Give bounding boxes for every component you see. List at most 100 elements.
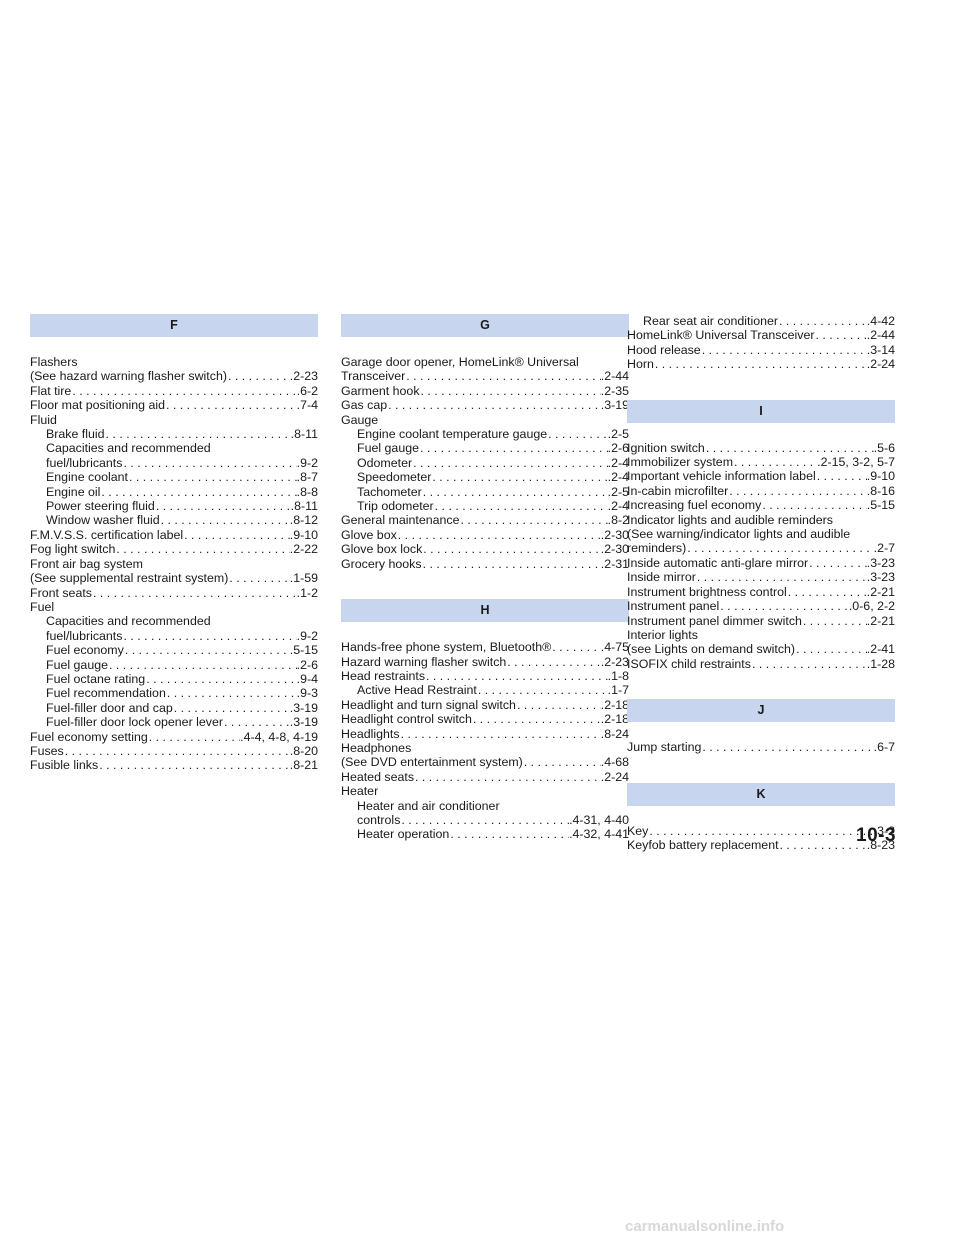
index-entry: Fluid [30,413,318,427]
index-entry: Tachometer.2-5 [341,485,629,499]
index-entry-text: Capacities and recommended [46,614,211,629]
dot-leader [431,470,607,484]
dot-leader [787,585,867,599]
index-entry-text: Heated seats [341,769,415,784]
index-entry-page: .2-15, 3-2, 5-7 [817,455,895,470]
index-entry: Floor mat positioning aid.7-4 [30,398,318,412]
index-entry-text: Headlight control switch [341,712,472,727]
dot-leader [228,571,289,585]
dot-leader [516,698,601,712]
dot-leader [802,614,867,628]
index-entry-page: .3-2 [873,823,895,838]
index-entry-text: Garage door opener, HomeLink® Universal [341,355,579,369]
dot-leader [551,640,601,654]
index-entry: Front air bag system [30,557,318,571]
index-entry-page: .3-19 [289,700,318,715]
index-entry-page: .3-19 [600,398,629,413]
index-entry: Fuel gauge.2-6 [30,658,318,672]
index-entry-page: .1-28 [866,656,895,671]
index-entry-text: Front seats [30,585,92,600]
dot-leader [472,712,601,726]
dot-leader [422,557,601,571]
index-entry-text: Glove box lock [341,542,423,557]
dot-leader [547,427,608,441]
index-entry-page: .2-30 [600,542,629,557]
index-entry: Heater [341,784,629,798]
index-entry-text: Glove box [341,527,397,542]
index-entry: In-cabin microfilter.8-16 [627,484,895,498]
index-entry-page: .2-44 [600,369,629,384]
index-entry: Gauge [341,413,629,427]
dot-leader [816,469,867,483]
index-entry-page: .2-41 [866,642,895,657]
index-entry: Power steering fluid.8-11 [30,499,318,513]
index-entry-text: Brake fluid [46,427,105,442]
index-entry: Hazard warning flasher switch.2-23 [341,655,629,669]
dot-leader [155,499,291,513]
index-entry-page: .4-32, 4-41 [569,827,629,842]
index-entry: Keyfob battery replacement.8-23 [627,838,895,852]
index-entry-page: .6-2 [296,383,318,398]
index-entry-page: .2-4 [607,470,629,485]
index-entry-text: Indicator lights and audible reminders [627,512,833,527]
index-entry-page: .5-6 [873,440,895,455]
index-entry-page: .2-18 [600,697,629,712]
index-entry-text: Window washer fluid [46,513,160,528]
dot-leader [115,542,289,556]
dot-leader [160,513,290,527]
index-entry: controls.4-31, 4-40 [341,813,629,827]
dot-leader [414,770,601,784]
index-entry-text: Heater [341,784,379,799]
index-entry: (See supplemental restraint system).1-59 [30,571,318,585]
index-entry-text: Fluid [30,412,57,427]
section-header-k: K [627,782,895,806]
index-entry-page: .8-11 [290,499,318,514]
dot-leader [701,343,867,357]
index-entry-text: Keyfob battery replacement [627,837,779,852]
index-entry-page: .4-68 [600,755,629,770]
index-entry-text: ISOFIX child restraints [627,656,751,671]
dot-leader [405,369,600,383]
index-entry-page: .2-23 [600,654,629,669]
index-entry-text: Fuel recommendation [46,686,166,701]
index-entry-text: Gauge [341,412,379,427]
index-entry: Engine coolant.8-7 [30,470,318,484]
index-entry: Glove box lock .2-30 [341,542,629,556]
index-entry: fuel/lubricants.9-2 [30,456,318,470]
index-entry: Window washer fluid .8-12 [30,513,318,527]
section-header-h: H [341,599,629,623]
index-entry-text: Hood release [627,342,701,357]
dot-leader [648,824,873,838]
index-entry: Fuel economy setting.4-4, 4-8, 4-19 [30,730,318,744]
index-entry-text: Interior lights [627,627,698,642]
index-entry: Jump starting.6-7 [627,740,895,754]
index-entry-text: Engine coolant [46,470,128,485]
dot-leader [778,314,867,328]
index-entry-page: .3-19 [289,715,318,730]
index-entry: Hood release.3-14 [627,343,895,357]
index-entry: (See DVD entertainment system).4-68 [341,755,629,769]
index-entry-text: Ignition switch [627,440,705,455]
index-entry-text: Gas cap [341,398,388,413]
dot-leader [183,528,290,542]
index-entry-text: Headlight and turn signal switch [341,697,516,712]
dot-leader [477,683,608,697]
dot-leader [654,357,867,371]
dot-leader [696,570,867,584]
index-entry: Engine oil.8-8 [30,485,318,499]
footer-watermark[interactable]: carmanualsonline.info [625,1218,785,1235]
index-entry-page: .8-12 [289,513,318,528]
index-entry: (See hazard warning flasher switch).2-23 [30,369,318,383]
index-entry: F.M.V.S.S. certification label.9-10 [30,528,318,542]
dot-leader [145,672,296,686]
index-entry: Headlight control switch.2-18 [341,712,629,726]
index-entry-page: .8-2 [607,513,629,528]
index-section: Jump starting.6-7 [627,740,895,754]
dot-leader [128,470,297,484]
index-entry-text: Hands-free phone system, Bluetooth® [341,640,552,655]
dot-leader [420,384,601,398]
dot-leader [705,441,874,455]
index-entry: Hands-free phone system, Bluetooth®.4-75 [341,640,629,654]
dot-leader [459,513,607,527]
index-entry-text: Heater and air conditioner [357,798,500,813]
